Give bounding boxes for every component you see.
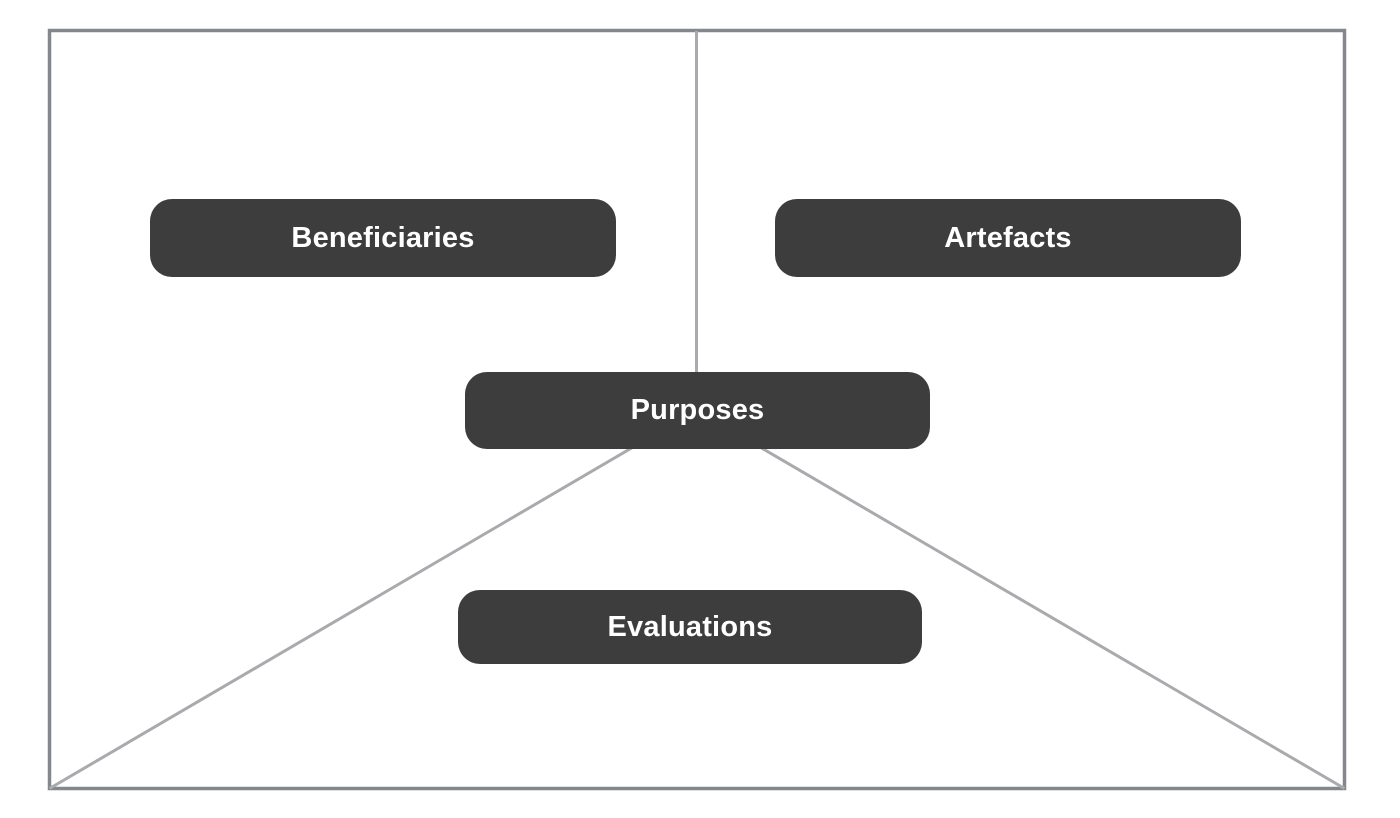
node-evaluations: Evaluations	[458, 590, 922, 664]
node-artefacts: Artefacts	[775, 199, 1241, 277]
left-diagonal-line	[48, 408, 698, 790]
outer-frame	[47, 28, 1347, 791]
node-beneficiaries: Beneficiaries	[150, 199, 616, 277]
node-artefacts-label: Artefacts	[944, 221, 1072, 254]
node-evaluations-label: Evaluations	[607, 610, 773, 643]
node-beneficiaries-label: Beneficiaries	[291, 221, 475, 254]
node-purposes: Purposes	[465, 372, 930, 449]
node-purposes-label: Purposes	[630, 394, 765, 426]
right-diagonal-line	[695, 408, 1346, 790]
